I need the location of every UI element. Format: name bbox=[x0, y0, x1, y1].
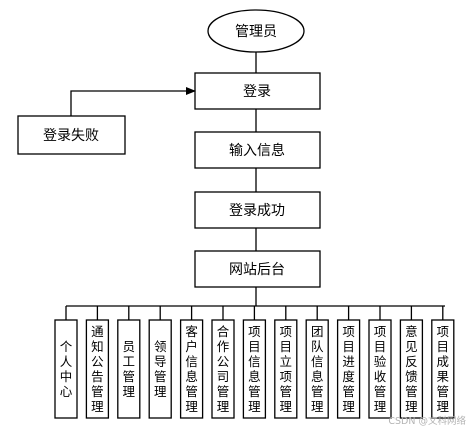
module-box-feedback-management bbox=[399, 319, 424, 419]
module-box-notice-management bbox=[85, 319, 110, 419]
login-label: 登录 bbox=[243, 84, 271, 100]
module-label-project-acceptance-management: 项目验收管理 bbox=[374, 324, 387, 414]
input-info-box bbox=[194, 131, 321, 169]
module-box-project-approval-management bbox=[274, 319, 298, 419]
login-fail-label: 登录失败 bbox=[43, 128, 99, 144]
module-drop-lines bbox=[65, 306, 444, 320]
module-label-project-progress-management: 项目进度管理 bbox=[342, 324, 355, 414]
module-box-project-results-management bbox=[431, 319, 455, 419]
watermark: CSDN @文科网络 bbox=[388, 415, 466, 427]
module-box-team-info-management bbox=[305, 319, 329, 419]
login-success-label: 登录成功 bbox=[229, 203, 285, 219]
module-box-employee-management bbox=[117, 319, 141, 419]
module-box-project-info-management bbox=[242, 319, 267, 419]
failure-return-arrow bbox=[70, 87, 196, 116]
backend-label: 网站后台 bbox=[229, 262, 285, 278]
module-box-project-acceptance-management bbox=[368, 319, 392, 419]
module-box-personal-center bbox=[54, 319, 78, 419]
module-label-customer-info-management: 客户信息管理 bbox=[185, 324, 198, 414]
input-info-label: 输入信息 bbox=[229, 142, 285, 159]
module-labels: 个人中心 通知公告管理 员工管理 领导管理 客户信息管理 合作公司管理 项目信息管理 项目立项… bbox=[60, 324, 450, 414]
module-label-project-approval-management: 项目立项管理 bbox=[280, 324, 293, 414]
start-label: 管理员 bbox=[235, 24, 277, 40]
module-label-personal-center: 个人中心 bbox=[60, 339, 73, 399]
module-label-notice-management: 通知公告管理 bbox=[91, 324, 104, 414]
module-label-project-info-management: 项目信息管理 bbox=[248, 324, 261, 414]
login-success-box bbox=[194, 191, 321, 229]
module-label-leader-management: 领导管理 bbox=[154, 339, 167, 399]
module-box-partner-company-management bbox=[211, 319, 235, 419]
module-box-project-progress-management bbox=[336, 319, 361, 419]
module-label-feedback-management: 意见反馈管理 bbox=[405, 324, 418, 414]
module-label-partner-company-management: 合作公司管理 bbox=[217, 324, 230, 414]
module-label-project-results-management: 项目成果管理 bbox=[437, 324, 450, 414]
module-box-leader-management bbox=[148, 319, 172, 419]
module-boxes bbox=[54, 319, 455, 419]
module-box-customer-info-management bbox=[179, 319, 204, 419]
login-box bbox=[194, 72, 321, 110]
backend-box bbox=[194, 250, 321, 288]
module-label-team-info-management: 团队信息管理 bbox=[311, 324, 324, 414]
module-label-employee-management: 员工管理 bbox=[123, 339, 136, 399]
